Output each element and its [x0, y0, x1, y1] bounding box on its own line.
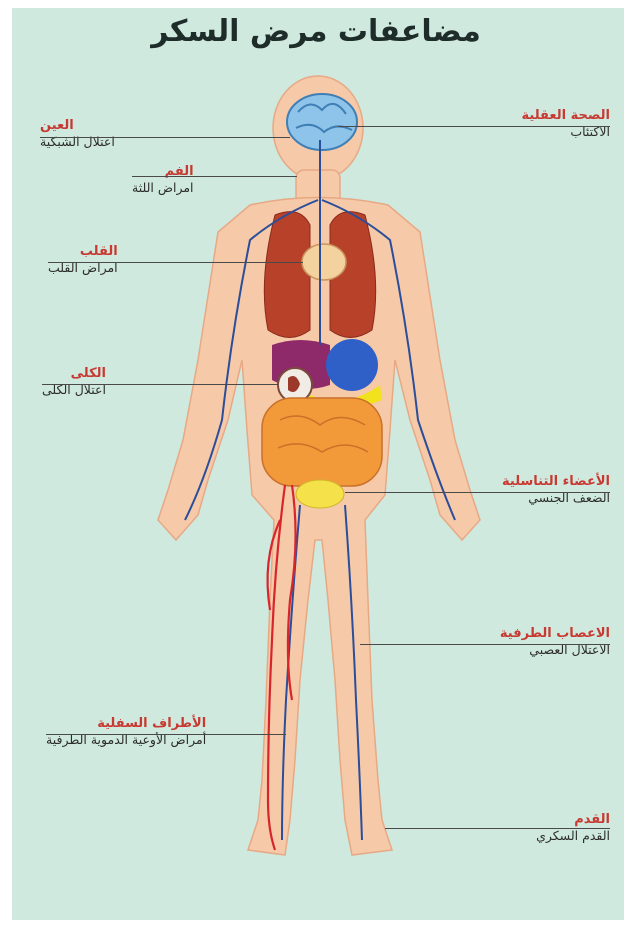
label-legs: الأطراف السفلية أمراض الأوعية الدموية ال… — [46, 716, 206, 748]
bladder — [296, 480, 344, 508]
leader-line-foot — [385, 828, 610, 829]
label-nerves: الاعصاب الطرفية الاعتلال العصبي — [500, 626, 610, 658]
label-genital: الأعضاء التناسلية الضعف الجنسي — [502, 474, 610, 506]
label-nerves-organ: الاعصاب الطرفية — [500, 626, 610, 642]
label-mouth: الفم امراض اللثة — [132, 164, 194, 196]
label-kidney-organ: الكلى — [42, 366, 106, 382]
heart — [302, 244, 346, 280]
leader-line-eye — [40, 137, 290, 138]
leader-line-legs — [46, 734, 286, 735]
intestines — [262, 398, 382, 486]
brain — [287, 94, 357, 150]
leader-line-mouth — [132, 176, 297, 177]
label-mouth-condition: امراض اللثة — [132, 180, 194, 196]
label-foot-condition: القدم السكري — [536, 828, 610, 844]
leader-line-mental — [338, 126, 610, 127]
label-legs-organ: الأطراف السفلية — [46, 716, 206, 732]
label-mouth-organ: الفم — [132, 164, 194, 180]
label-foot-organ: القدم — [536, 812, 610, 828]
label-kidney: الكلى اعتلال الكلى — [42, 366, 106, 398]
leader-line-kidney — [42, 384, 278, 385]
label-heart-organ: القلب — [48, 244, 118, 260]
leader-line-heart — [48, 262, 303, 263]
label-mental-organ: الصحة العقلية — [522, 108, 610, 124]
stomach — [326, 339, 378, 391]
page-title: مضاعفات مرض السكر — [0, 14, 632, 49]
label-genital-organ: الأعضاء التناسلية — [502, 474, 610, 490]
label-eye-organ: العين — [40, 118, 115, 134]
label-mental: الصحة العقلية الاكتئاب — [522, 108, 610, 140]
label-heart: القلب امراض القلب — [48, 244, 118, 276]
leader-line-genital — [345, 492, 610, 493]
label-eye: العين اعتلال الشبكية — [40, 118, 115, 150]
leader-line-nerves — [360, 644, 610, 645]
